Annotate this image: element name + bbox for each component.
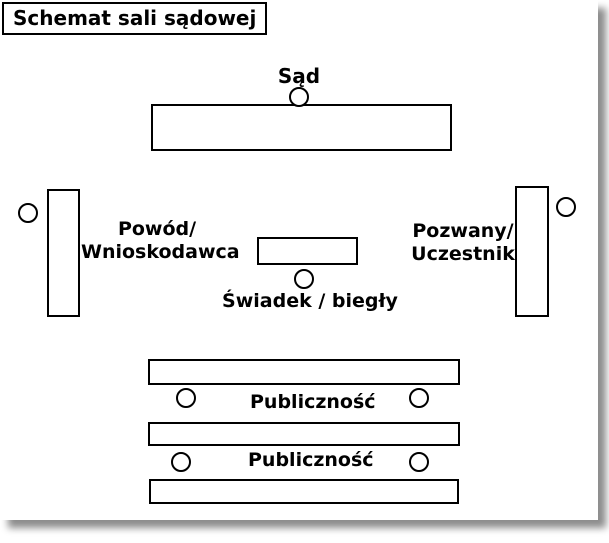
audience-bench-2 bbox=[148, 422, 460, 446]
judge-bench bbox=[151, 104, 452, 151]
witness-stand bbox=[257, 237, 358, 265]
defendant-label-line2: Uczestnik bbox=[411, 243, 515, 265]
audience-label-2: Publiczność bbox=[248, 449, 374, 471]
audience-seat-circle-1-right bbox=[409, 388, 429, 408]
audience-seat-circle-2-left bbox=[171, 452, 191, 472]
audience-seat-circle-1-left bbox=[176, 388, 196, 408]
plaintiff-table bbox=[47, 189, 80, 317]
diagram-title: Schemat sali sądowej bbox=[2, 2, 268, 35]
audience-bench-3 bbox=[149, 479, 459, 504]
diagram-page: Schemat sali sądowej Sąd Powód/ Wnioskod… bbox=[2, 2, 576, 504]
defendant-table bbox=[515, 186, 549, 317]
witness-seat-circle bbox=[294, 269, 314, 289]
plaintiff-seat-circle bbox=[18, 203, 38, 223]
judge-label: Sąd bbox=[277, 64, 321, 88]
audience-label-1: Publiczność bbox=[250, 391, 376, 413]
audience-seat-circle-2-right bbox=[409, 452, 429, 472]
judge-seat-circle bbox=[289, 87, 309, 107]
defendant-seat-circle bbox=[556, 197, 576, 217]
defendant-label-line1: Pozwany/ bbox=[412, 220, 514, 242]
defendant-label: Pozwany/ Uczestnik bbox=[405, 220, 521, 266]
plaintiff-label-line2: Wnioskodawca bbox=[81, 241, 240, 263]
plaintiff-label: Powód/ Wnioskodawca bbox=[81, 218, 240, 264]
plaintiff-label-line1: Powód/ bbox=[117, 218, 197, 240]
witness-label: Świadek / biegły bbox=[222, 290, 398, 312]
audience-bench-1 bbox=[148, 359, 460, 385]
